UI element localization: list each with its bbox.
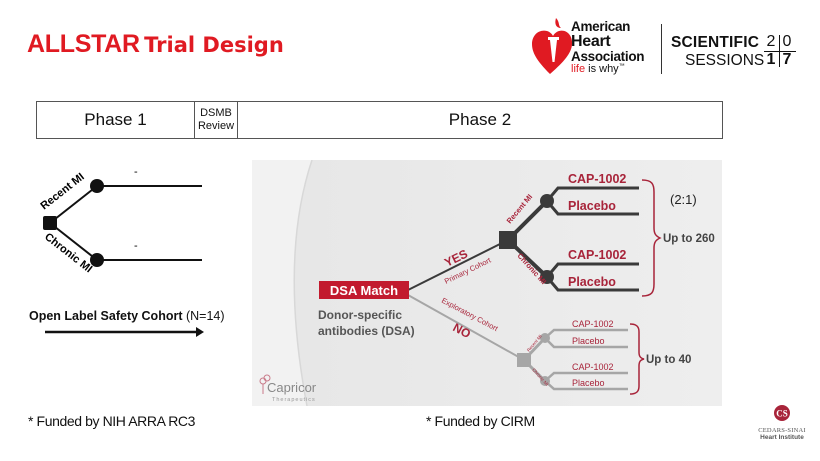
no-branch-line bbox=[407, 294, 525, 361]
arm-label: CAP-1002 bbox=[572, 319, 614, 329]
dsmb-line1: DSMB bbox=[200, 107, 232, 119]
sessions-year: 2 0 1 7 bbox=[764, 33, 796, 69]
cedars-sinai-logo: CS CEDARS-SINAI Heart Institute bbox=[752, 404, 812, 446]
root-node bbox=[43, 216, 57, 230]
node-upper bbox=[90, 179, 104, 193]
title-bold: ALLSTAR bbox=[27, 30, 140, 58]
primary-square-node bbox=[499, 231, 517, 249]
cedars-sub: Heart Institute bbox=[760, 434, 804, 441]
label-recent-mi: Recent MI bbox=[38, 171, 86, 212]
mark-upper: - bbox=[134, 166, 138, 178]
cohort-arrow-head bbox=[196, 327, 204, 337]
mark-lower: - bbox=[134, 240, 138, 252]
dsa-match-box bbox=[319, 281, 409, 299]
year-digit: 2 bbox=[766, 33, 776, 50]
sessions-line1: SCIENTIFIC bbox=[671, 34, 760, 51]
year-vrule bbox=[779, 35, 780, 67]
cohort-label-text: Open Label Safety Cohort bbox=[29, 309, 183, 323]
arm-label: CAP-1002 bbox=[568, 248, 626, 262]
phase2-diagram-image: DSA Match Donor-specific antibodies (DSA… bbox=[252, 160, 722, 406]
aha-tm: ™ bbox=[618, 63, 625, 70]
dsmb-line2: Review bbox=[197, 120, 235, 132]
aha-tagline-life: life bbox=[571, 63, 586, 75]
arm-label: Placebo bbox=[568, 275, 616, 289]
arm-label: Placebo bbox=[568, 199, 616, 213]
phase1-cell: Phase 1 bbox=[37, 102, 195, 138]
capricor-sub: Therapeutics bbox=[272, 397, 316, 403]
expl-square-node bbox=[517, 353, 531, 367]
exploratory-total: Up to 40 bbox=[646, 354, 691, 366]
exploratory-brace bbox=[629, 323, 645, 395]
arm-label: CAP-1002 bbox=[572, 362, 614, 372]
primary-recent-node bbox=[540, 194, 554, 208]
ratio-label: (2:1) bbox=[670, 192, 697, 207]
primary-brace bbox=[641, 179, 662, 297]
arm-label: Placebo bbox=[572, 336, 605, 346]
bg-swoosh-line bbox=[293, 160, 313, 406]
phase1-diagram: Recent MI Chronic MI - - bbox=[38, 166, 204, 337]
capricor-logo: Capricor Therapeutics bbox=[259, 374, 317, 403]
cedars-monogram-icon: CS bbox=[774, 405, 790, 421]
aha-wordmark: American Heart Association bbox=[571, 19, 645, 64]
capricor-name: Capricor bbox=[267, 380, 317, 395]
aha-line1: American bbox=[571, 19, 631, 34]
primary-chronic-node bbox=[540, 270, 554, 284]
year-hrule bbox=[764, 51, 796, 52]
primary-total: Up to 260 bbox=[663, 233, 715, 245]
title-rest: Trial Design bbox=[144, 33, 284, 57]
aha-line3: Association bbox=[571, 48, 645, 64]
expl-chronic-node bbox=[540, 376, 550, 386]
node-lower bbox=[90, 253, 104, 267]
branch-line-upper bbox=[49, 185, 98, 224]
bg-swoosh bbox=[252, 160, 312, 406]
cohort-n: (N=14) bbox=[185, 309, 225, 323]
arm-label: CAP-1002 bbox=[568, 172, 626, 186]
phase2-cell: Phase 2 bbox=[448, 110, 512, 129]
capricor-mark-icon bbox=[263, 374, 271, 382]
aha-tagline: life is why™ bbox=[571, 63, 625, 75]
cedars-name: CEDARS-SINAI bbox=[758, 427, 806, 434]
cohort-label: Open Label Safety Cohort (N=14) bbox=[29, 309, 225, 323]
branch-line-lower bbox=[49, 222, 98, 261]
dsa-desc-line1: Donor-specific bbox=[318, 308, 402, 322]
arm-label: Placebo bbox=[572, 378, 605, 388]
aha-heart-torch-icon bbox=[532, 18, 573, 74]
footnote-cirm: * Funded by CIRM bbox=[426, 413, 535, 429]
yes-branch-line bbox=[407, 239, 509, 291]
dsa-desc-line2: antibodies (DSA) bbox=[318, 324, 415, 338]
slide-title: ALLSTAR Trial Design bbox=[27, 30, 284, 59]
footnote-nih: * Funded by NIH ARRA RC3 bbox=[28, 413, 196, 429]
logo-divider bbox=[661, 24, 662, 74]
dsa-match-label: DSA Match bbox=[330, 283, 398, 298]
expl-recent-node bbox=[540, 333, 550, 343]
year-digit: 7 bbox=[782, 51, 792, 68]
aha-tagline-rest: is why bbox=[585, 63, 619, 75]
year-digit: 1 bbox=[766, 51, 776, 68]
sessions-line2: SESSIONS bbox=[685, 52, 765, 69]
phase2-diagram: DSA Match Donor-specific antibodies (DSA… bbox=[252, 160, 722, 406]
cedars-monogram-text: CS bbox=[776, 409, 788, 419]
aha-line2: Heart bbox=[571, 32, 611, 50]
year-digit: 0 bbox=[782, 33, 792, 50]
